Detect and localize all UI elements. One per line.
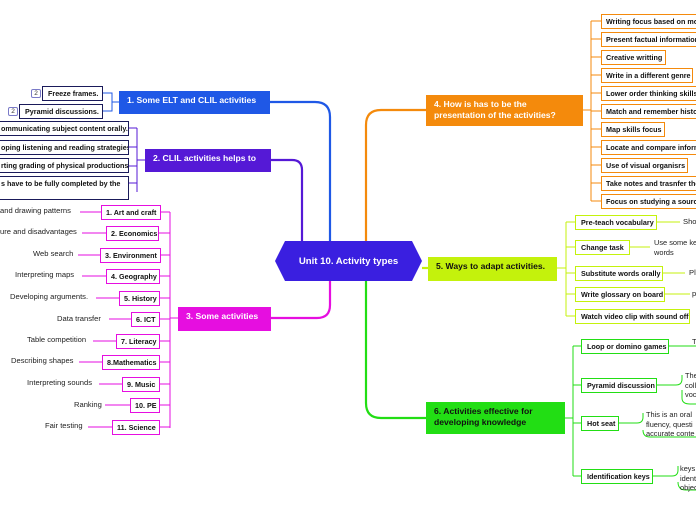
connector-b6-leaves [573,345,696,491]
b1-child-freeze-frames[interactable]: Freeze frames. [42,86,103,101]
branch-1-elt-clil[interactable]: 1. Some ELT and CLIL activities [119,91,270,114]
b3-note-geography: Interpreting maps [15,270,75,279]
b3-note-science: Fair testing [45,421,83,430]
b3-note-environment: Web search [33,249,74,258]
connector-b5-children [557,222,567,316]
b5-change-task[interactable]: Change task [575,240,630,255]
b3-mathematics[interactable]: 8.Mathematics [102,355,160,370]
connector-b5-leaves [566,221,690,317]
b3-science[interactable]: 11. Science [112,420,160,435]
b4-visual-organisers[interactable]: Use of visual organisrs [601,158,688,173]
b3-note-literacy: Table competition [27,335,87,344]
connector-b4-children [583,21,592,201]
b5-write-glossary[interactable]: Write glossary on board [575,287,665,302]
b6-loop-domino[interactable]: Loop or domino games [581,339,669,354]
central-topic[interactable]: Unit 10. Activity types [298,255,399,267]
connector-b3-children [169,212,178,428]
b2-child-completed[interactable]: s have to be fully completed by the [0,176,129,200]
b4-lower-order[interactable]: Lower order thinking skills [601,86,696,101]
b3-music[interactable]: 9. Music [122,377,160,392]
b3-note-history: Developing arguments. [10,292,89,301]
b5-note-change-task: Use some ke words [654,238,696,257]
connector-b3 [270,281,332,320]
b1-child-pyramid-discussions[interactable]: Pyramid discussions. [19,104,103,119]
b3-history[interactable]: 5. History [119,291,160,306]
b4-writing-focus[interactable]: Writing focus based on mo [601,14,696,29]
b6-hot-seat[interactable]: Hot seat [581,416,619,431]
b6-identification-keys[interactable]: Identification keys [581,469,653,484]
b4-present-factual[interactable]: Present factual information [601,32,696,47]
b5-watch-video[interactable]: Watch video clip with sound off. [575,309,690,324]
connector-b2 [270,158,304,241]
b3-note-art: and drawing patterns [0,206,71,215]
connector-b2-children [129,127,145,192]
b3-geography[interactable]: 4. Geography [106,269,160,284]
b3-note-economics: ure and disadvantages [0,227,77,236]
badge-count-icon: 2 [31,89,41,98]
b6-note-loop: T [692,337,696,346]
connector-b1-children [103,92,119,112]
b3-economics[interactable]: 2. Economics [106,226,159,241]
b4-different-genre[interactable]: Write in a different genre [601,68,693,83]
b2-child-listening-reading[interactable]: oping listening and reading strategies [0,140,129,155]
b4-take-notes[interactable]: Take notes and trasnfer the [601,176,696,191]
b5-note-glossary: p [692,289,696,298]
b4-studying-source[interactable]: Focus on studying a source [601,194,696,209]
branch-3-some-activities[interactable]: 3. Some activities [178,307,271,331]
b5-note-substitute: Pl [689,268,696,277]
b3-ict[interactable]: 6. ICT [131,312,160,327]
badge-count-icon: 2 [8,107,18,116]
central-node-shape [275,241,422,281]
connector-b1 [270,100,332,241]
b4-creative-writting[interactable]: Creative writting [601,50,666,65]
b4-map-skills[interactable]: Map skills focus [601,122,665,137]
b3-pe[interactable]: 10. PE [130,398,160,413]
b3-note-music: Interpreting sounds [27,378,93,387]
b3-literacy[interactable]: 7. Literacy [116,334,160,349]
b2-child-communicating[interactable]: ommunicating subject content orally. [0,121,129,136]
b2-child-grading[interactable]: rting grading of physical productions. [0,158,129,173]
b3-art-and-craft[interactable]: 1. Art and craft [101,205,161,220]
connector-b3-leaves [78,211,170,428]
b5-substitute-words[interactable]: Substitute words orally [575,266,663,281]
connector-b6 [364,281,426,420]
b3-environment[interactable]: 3. Environment [100,248,161,263]
connector-b6-children [565,346,574,476]
b4-locate-compare[interactable]: Locate and compare inform [601,140,696,155]
b6-note-hot-seat: This is an oral fluency, questi accurate… [646,410,695,438]
b5-note-pre-teach: Sho [683,217,696,226]
b6-note-identification: keys ident objec [680,464,696,492]
b4-match-remember[interactable]: Match and remember histor [601,104,696,119]
b6-pyramid-discussion[interactable]: Pyramid discussion [581,378,657,393]
b3-note-pe: Ranking [74,400,102,409]
connector-b4 [364,108,426,241]
branch-2-clil-helps[interactable]: 2. CLIL activities helps to [145,149,271,172]
branch-4-presentation[interactable]: 4. How is has to be the presentation of … [426,95,583,126]
b3-note-mathematics: Describing shapes [11,356,74,365]
branch-5-adapt[interactable]: 5. Ways to adapt activities. [428,257,557,281]
b6-note-pyramid: The coll voc [685,371,696,399]
b3-note-ict: Data transfer [57,314,101,323]
b5-pre-teach[interactable]: Pre-teach vocabulary [575,215,657,230]
branch-6-effective[interactable]: 6. Activities effective for developing k… [426,402,565,434]
connector-b4-leaves [591,20,601,202]
